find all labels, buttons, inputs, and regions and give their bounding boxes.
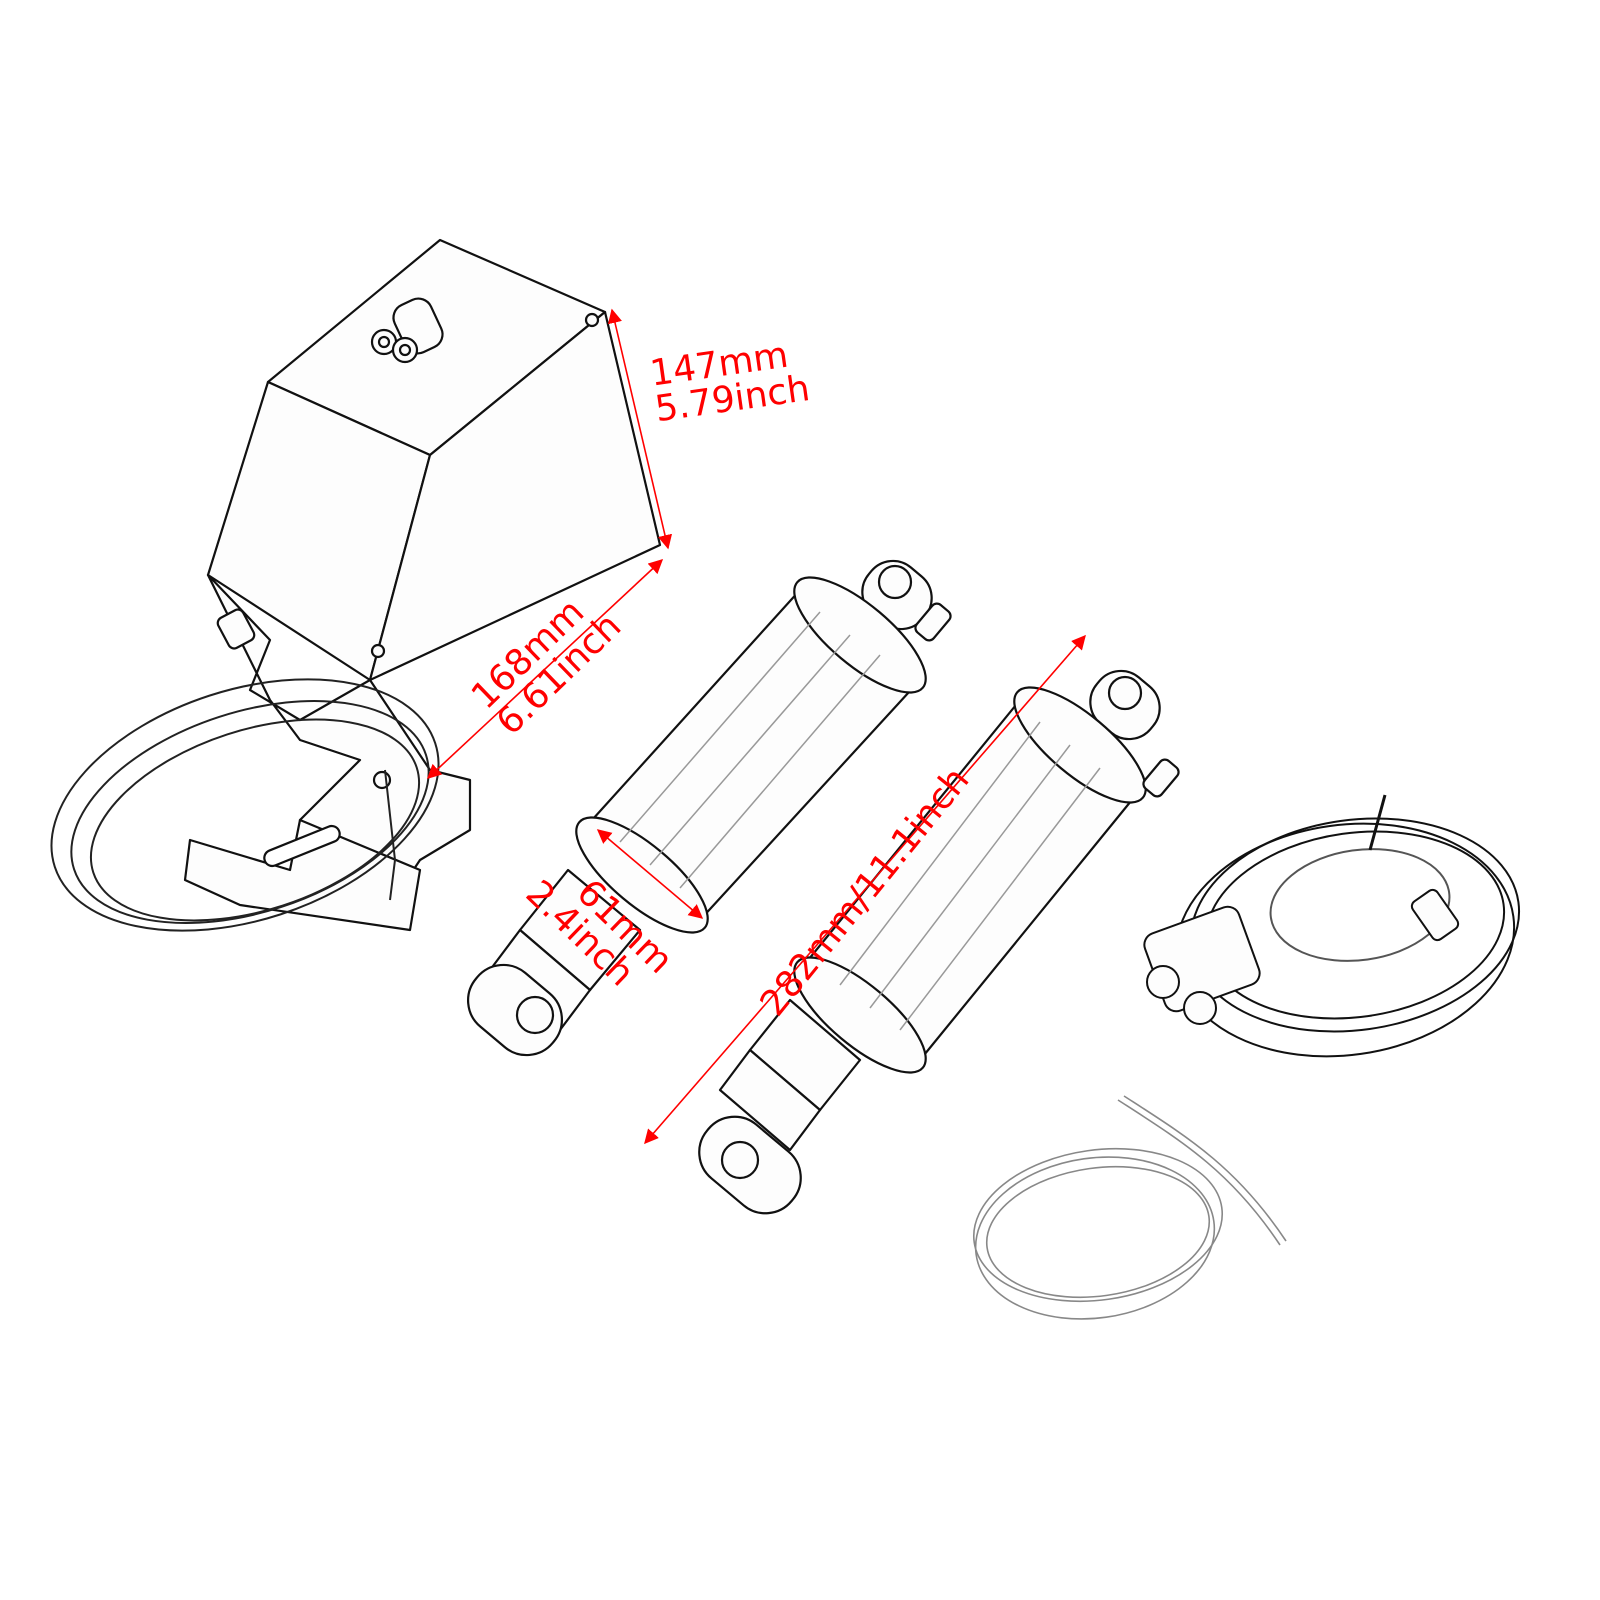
air-tubing [972, 1095, 1287, 1320]
air-fitting [370, 297, 444, 364]
tank-length-dimension-line [426, 559, 664, 779]
shock-length-dimension-line [644, 634, 1086, 1145]
tank-height-dimension-line [607, 308, 673, 550]
wire-loop [50, 678, 440, 932]
control-switch [1143, 794, 1521, 1058]
dimension-lines [426, 308, 1086, 1145]
